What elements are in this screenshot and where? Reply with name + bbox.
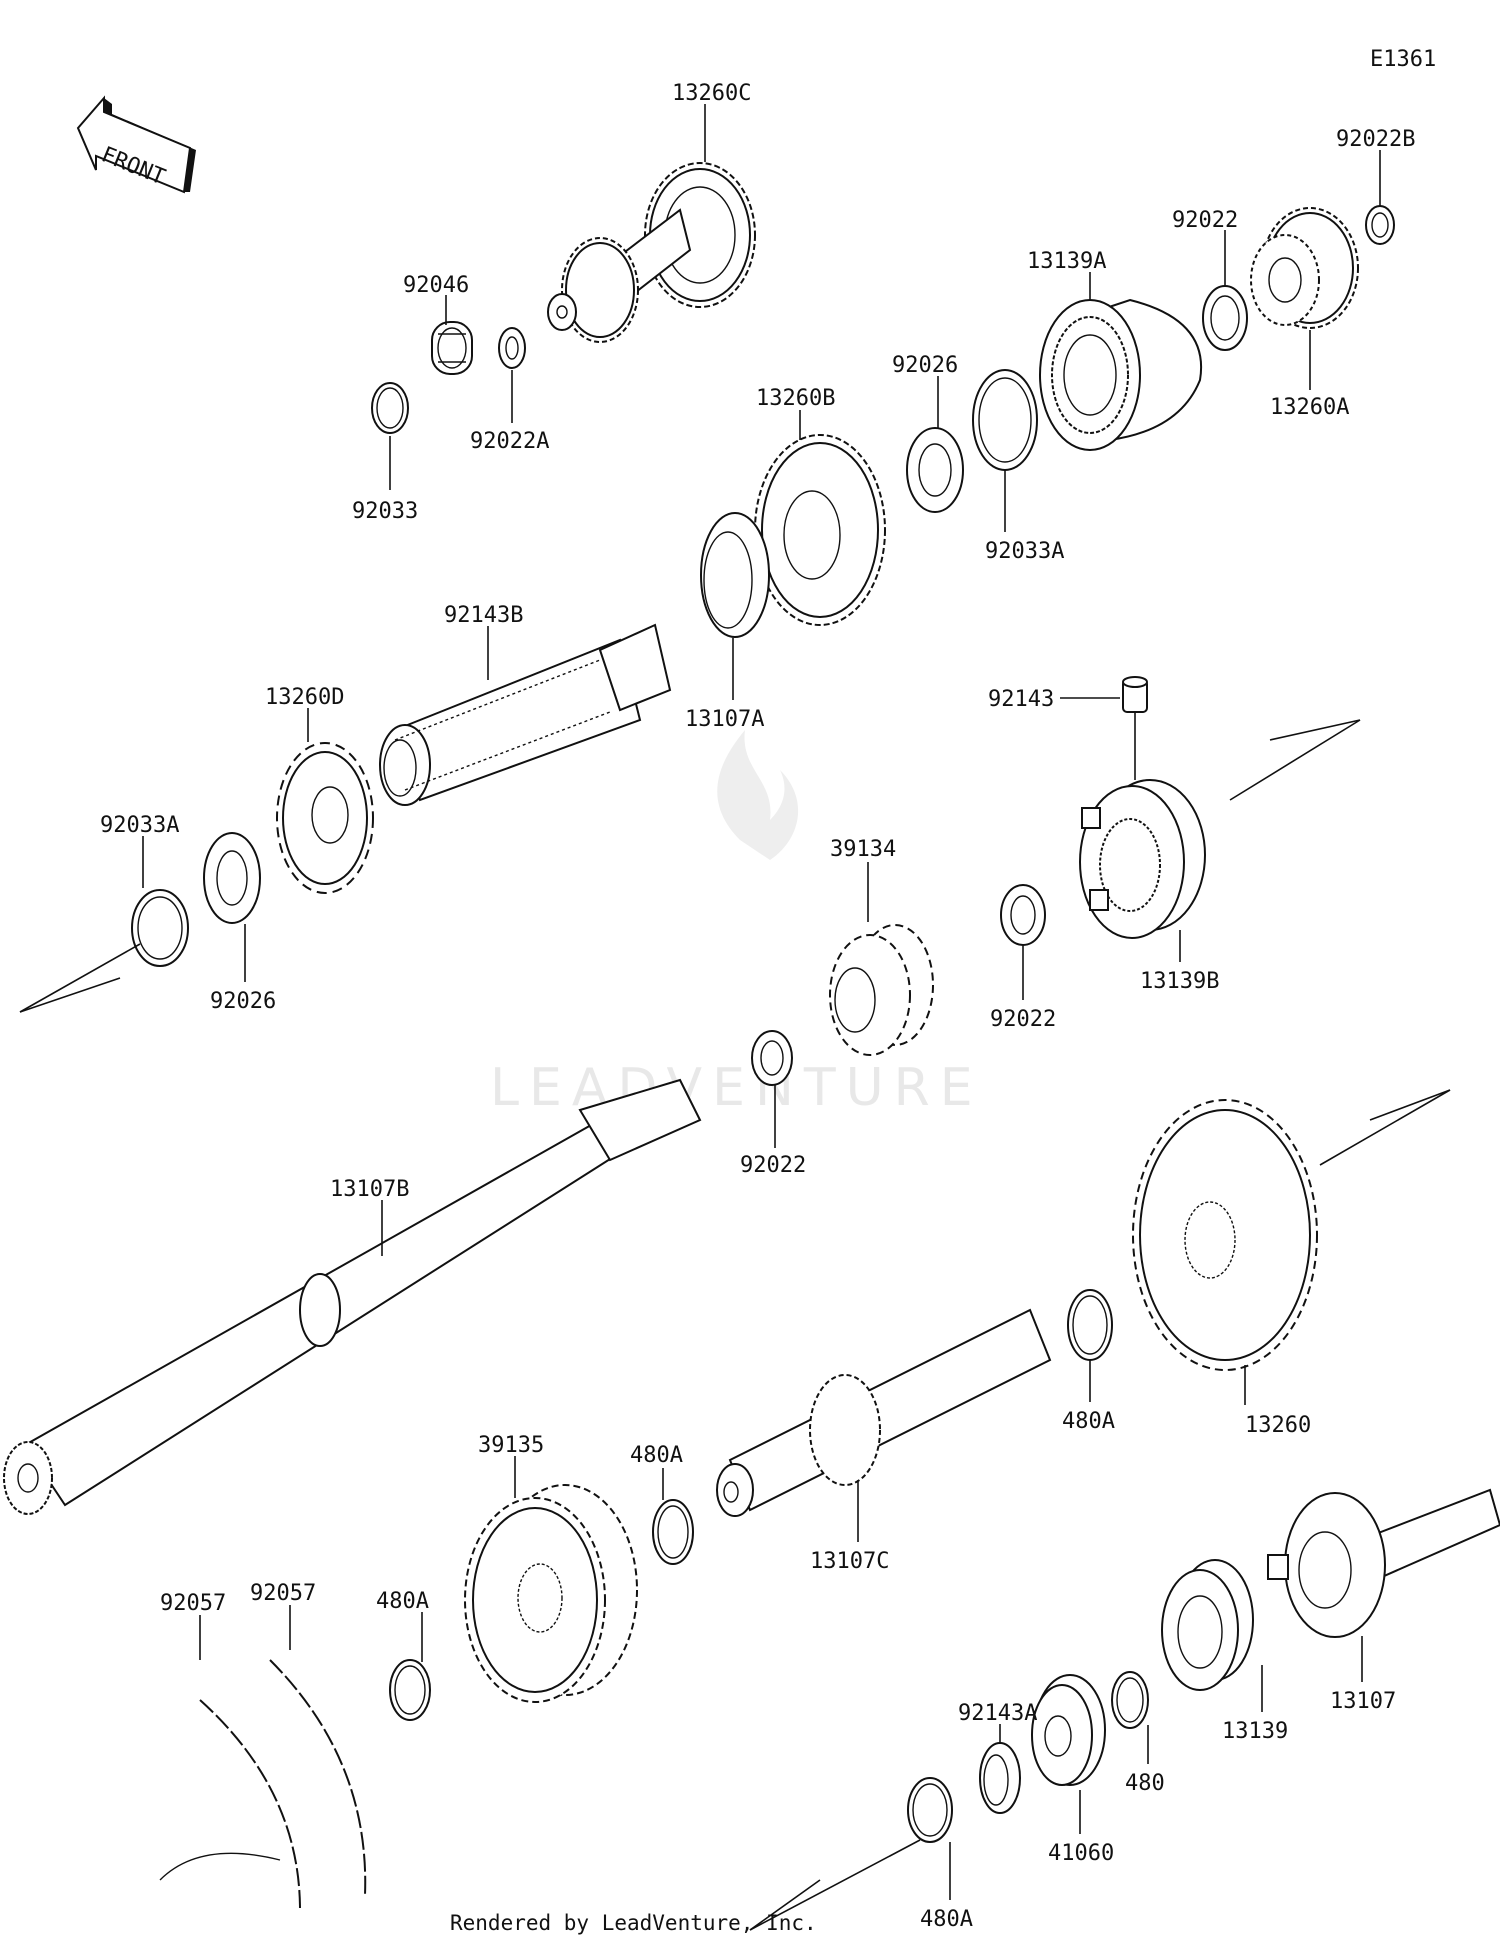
collar-92143A[interactable] bbox=[979, 1742, 1021, 1814]
label-13139A[interactable]: 13139A bbox=[1027, 249, 1106, 274]
label-41060[interactable]: 41060 bbox=[1048, 1841, 1114, 1866]
part-41060[interactable] bbox=[1031, 1674, 1106, 1786]
circlip-480[interactable] bbox=[1111, 1671, 1149, 1729]
part-labels: 13260C 92046 92033 92022A 92022B 92022 1… bbox=[100, 81, 1415, 1932]
bearing-92046[interactable] bbox=[431, 321, 473, 375]
washer-92026-left[interactable] bbox=[203, 832, 261, 924]
hub-13139A[interactable] bbox=[1039, 298, 1203, 451]
gear-39134[interactable] bbox=[829, 924, 934, 1056]
washer-92022-low[interactable] bbox=[751, 1030, 793, 1086]
collar-92143B[interactable] bbox=[700, 512, 770, 638]
diagram-code: E1361 bbox=[1370, 47, 1436, 72]
gear-13260[interactable] bbox=[1132, 1099, 1318, 1371]
shaft-13107C[interactable] bbox=[716, 1308, 1052, 1517]
hub-13139B[interactable] bbox=[1079, 779, 1206, 939]
circlip-480A-right[interactable] bbox=[1067, 1289, 1113, 1361]
washer-92022A[interactable] bbox=[498, 327, 526, 369]
label-13260C[interactable]: 13260C bbox=[672, 81, 751, 106]
watermark: LEADVENTURE bbox=[490, 730, 983, 1118]
credit-text: Rendered by LeadVenture, Inc. bbox=[450, 1911, 817, 1935]
front-arrow-icon: FRONT bbox=[76, 95, 196, 194]
label-92046[interactable]: 92046 bbox=[403, 273, 469, 298]
pin-92143[interactable] bbox=[1122, 676, 1148, 713]
label-480[interactable]: 480 bbox=[1125, 1771, 1165, 1796]
gear-39135[interactable] bbox=[464, 1484, 638, 1703]
hub-13139[interactable] bbox=[1161, 1559, 1254, 1691]
label-13139B[interactable]: 13139B bbox=[1140, 969, 1219, 994]
label-39135[interactable]: 39135 bbox=[478, 1433, 544, 1458]
leader-lines bbox=[142, 104, 1381, 1900]
chain-92057[interactable] bbox=[159, 1659, 367, 1911]
shaft-13107B[interactable] bbox=[3, 1078, 702, 1515]
circlip-480A-mid[interactable] bbox=[652, 1499, 694, 1565]
label-92022-low[interactable]: 92022 bbox=[740, 1153, 806, 1178]
label-480A-mid[interactable]: 480A bbox=[630, 1443, 683, 1468]
label-92033[interactable]: 92033 bbox=[352, 499, 418, 524]
label-92022B[interactable]: 92022B bbox=[1336, 127, 1415, 152]
label-13260[interactable]: 13260 bbox=[1245, 1413, 1311, 1438]
washer-92022-mid[interactable] bbox=[1000, 884, 1046, 946]
label-92033A-top[interactable]: 92033A bbox=[985, 539, 1064, 564]
label-92143[interactable]: 92143 bbox=[988, 687, 1054, 712]
label-13260D[interactable]: 13260D bbox=[265, 685, 344, 710]
label-92057-b[interactable]: 92057 bbox=[250, 1581, 316, 1606]
gear-13260C[interactable] bbox=[547, 162, 756, 343]
washer-92022-top[interactable] bbox=[1202, 285, 1248, 351]
washer-92022B[interactable] bbox=[1365, 205, 1395, 245]
label-480A-left[interactable]: 480A bbox=[376, 1589, 429, 1614]
label-92057-a[interactable]: 92057 bbox=[160, 1591, 226, 1616]
shaft-13107A[interactable] bbox=[379, 623, 672, 806]
label-92033A-left[interactable]: 92033A bbox=[100, 813, 179, 838]
label-480A-right[interactable]: 480A bbox=[1062, 1409, 1115, 1434]
label-39134[interactable]: 39134 bbox=[830, 837, 896, 862]
label-92026-top[interactable]: 92026 bbox=[892, 353, 958, 378]
circlip-480A-bottom[interactable] bbox=[907, 1777, 953, 1843]
label-92022A[interactable]: 92022A bbox=[470, 429, 549, 454]
watermark-text: LEADVENTURE bbox=[490, 1058, 983, 1118]
label-13107[interactable]: 13107 bbox=[1330, 1689, 1396, 1714]
washer-92026-top[interactable] bbox=[906, 427, 964, 513]
label-480A-bottom[interactable]: 480A bbox=[920, 1907, 973, 1932]
label-92022-mid[interactable]: 92022 bbox=[990, 1007, 1056, 1032]
circlip-92033A-left[interactable] bbox=[131, 889, 189, 967]
label-13260A[interactable]: 13260A bbox=[1270, 395, 1349, 420]
label-13107C[interactable]: 13107C bbox=[810, 1549, 889, 1574]
gear-13260B[interactable] bbox=[754, 434, 886, 626]
label-13260B[interactable]: 13260B bbox=[756, 386, 835, 411]
circlip-92033[interactable] bbox=[371, 382, 409, 434]
shaft-13107[interactable] bbox=[1267, 1488, 1500, 1638]
circlip-92033A-top[interactable] bbox=[972, 369, 1038, 471]
label-13139[interactable]: 13139 bbox=[1222, 1719, 1288, 1744]
label-92022-top[interactable]: 92022 bbox=[1172, 208, 1238, 233]
gear-13260D[interactable] bbox=[276, 742, 374, 894]
label-92143B[interactable]: 13107A bbox=[685, 707, 764, 732]
circlip-480A-left[interactable] bbox=[389, 1659, 431, 1721]
label-13107B[interactable]: 13107B bbox=[330, 1177, 409, 1202]
label-13107A[interactable]: 92143B bbox=[444, 603, 523, 628]
label-92143A[interactable]: 92143A bbox=[958, 1701, 1037, 1726]
label-92026-left[interactable]: 92026 bbox=[210, 989, 276, 1014]
gear-13260A[interactable] bbox=[1250, 207, 1359, 329]
